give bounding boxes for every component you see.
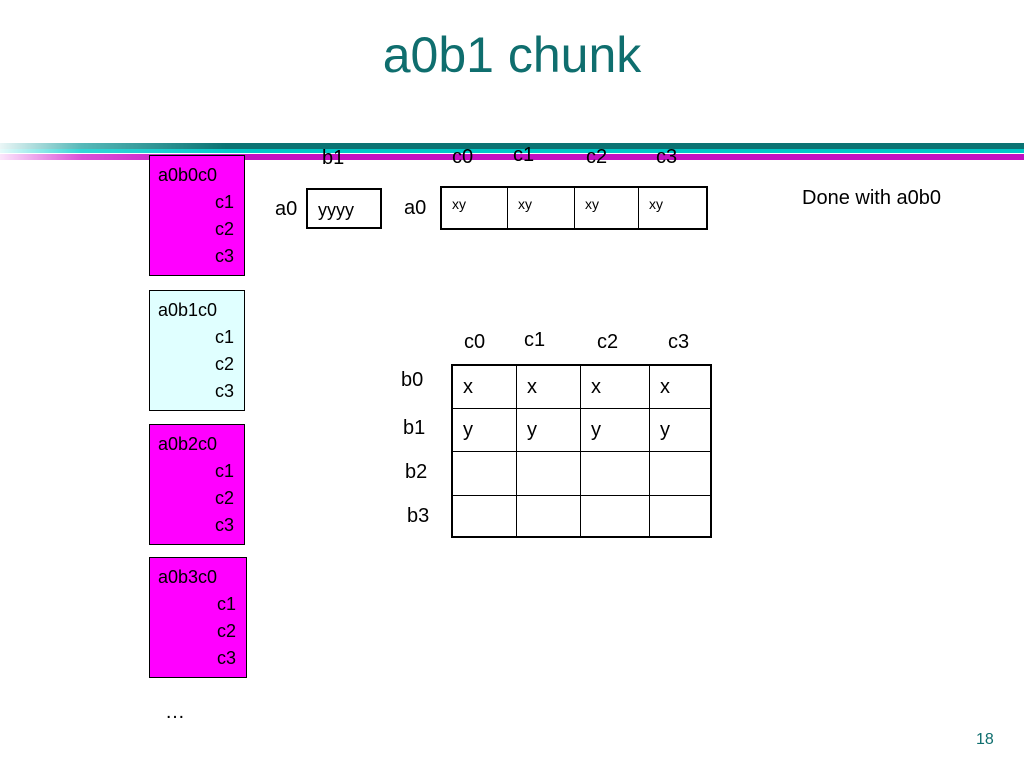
bc-cell: x xyxy=(581,366,650,409)
ac-cell: xy xyxy=(639,188,706,228)
bc-cell-value: y xyxy=(660,419,670,441)
header-rule-teal xyxy=(0,143,1024,149)
bc-cell-value: y xyxy=(463,419,473,441)
bc-cell xyxy=(650,452,710,496)
ac-cell: xy xyxy=(442,188,508,228)
bc-cell xyxy=(517,452,581,496)
bc-cell-value: x xyxy=(463,376,473,398)
bc-cell-value: y xyxy=(527,419,537,441)
chunk-line: c1 xyxy=(214,461,234,481)
ac-cell-value: xy xyxy=(518,196,532,212)
ac-table: xy xy xy xy xyxy=(440,186,708,230)
bc-col-label: c1 xyxy=(524,329,546,351)
bc-grid: x x x x y y y y xyxy=(451,364,712,538)
bc-cell xyxy=(650,496,710,536)
chunk-line: c2 xyxy=(216,621,236,641)
ac-col-label: c1 xyxy=(513,144,535,166)
slide-title: a0b1 chunk xyxy=(382,27,642,83)
bc-col-label: c2 xyxy=(597,331,619,353)
ab-row-label: a0 xyxy=(275,198,298,220)
bc-col-label: c3 xyxy=(668,331,690,353)
ac-cell-value: xy xyxy=(649,196,663,212)
ac-cell-value: xy xyxy=(585,196,599,212)
done-note: Done with a0b0 xyxy=(802,187,941,209)
bc-cell: y xyxy=(581,409,650,452)
bc-cell-value: x xyxy=(591,376,601,398)
ellipsis: … xyxy=(165,701,185,723)
header-rule-magenta xyxy=(0,154,1024,160)
chunk-line: c1 xyxy=(214,327,234,347)
page-number: 18 xyxy=(976,731,994,748)
bc-cell xyxy=(581,496,650,536)
ac-col-label: c0 xyxy=(452,146,474,168)
chunk-line: c1 xyxy=(216,594,236,614)
chunk-a0b2: a0b2c0 c1 c2 c3 xyxy=(149,424,245,545)
bc-cell xyxy=(581,452,650,496)
ac-col-label: c3 xyxy=(656,146,678,168)
bc-cell xyxy=(453,496,517,536)
chunk-line: c2 xyxy=(214,219,234,239)
chunk-line: c3 xyxy=(214,246,234,266)
chunk-line: c2 xyxy=(214,488,234,508)
bc-row-label: b0 xyxy=(401,369,424,391)
ab-col-label: b1 xyxy=(322,147,345,169)
bc-row-label: b2 xyxy=(405,461,428,483)
ac-row-label: a0 xyxy=(404,197,427,219)
chunk-a0b0: a0b0c0 c1 c2 c3 xyxy=(149,155,245,276)
bc-cell-value: x xyxy=(527,376,537,398)
header-rule-cyan xyxy=(0,149,1024,153)
chunk-line: c2 xyxy=(214,354,234,374)
chunk-line: a0b2c0 xyxy=(158,434,218,454)
bc-col-label: c0 xyxy=(464,331,486,353)
bc-cell xyxy=(517,496,581,536)
bc-cell: y xyxy=(453,409,517,452)
bc-cell: x xyxy=(517,366,581,409)
chunk-line: a0b1c0 xyxy=(158,300,218,320)
chunk-line: c1 xyxy=(214,192,234,212)
chunk-line: c3 xyxy=(214,381,234,401)
chunk-a0b3: a0b3c0 c1 c2 c3 xyxy=(149,557,247,678)
chunk-line: a0b0c0 xyxy=(158,165,218,185)
chunk-line: c3 xyxy=(216,648,236,668)
bc-cell: x xyxy=(650,366,710,409)
bc-cell: y xyxy=(650,409,710,452)
ab-cell-value: yyyy xyxy=(318,200,354,220)
bc-cell: x xyxy=(453,366,517,409)
bc-cell: y xyxy=(517,409,581,452)
ab-table: yyyy xyxy=(306,188,382,229)
ac-col-label: c2 xyxy=(586,146,608,168)
chunk-line: c3 xyxy=(214,515,234,535)
bc-cell xyxy=(453,452,517,496)
bc-cell-value: x xyxy=(660,376,670,398)
ac-cell: xy xyxy=(508,188,575,228)
bc-row-label: b1 xyxy=(403,417,426,439)
chunk-line: a0b3c0 xyxy=(158,567,218,587)
bc-cell-value: y xyxy=(591,419,601,441)
bc-row-label: b3 xyxy=(407,505,430,527)
chunk-a0b1: a0b1c0 c1 c2 c3 xyxy=(149,290,245,411)
ac-cell-value: xy xyxy=(452,196,466,212)
ac-cell: xy xyxy=(575,188,639,228)
